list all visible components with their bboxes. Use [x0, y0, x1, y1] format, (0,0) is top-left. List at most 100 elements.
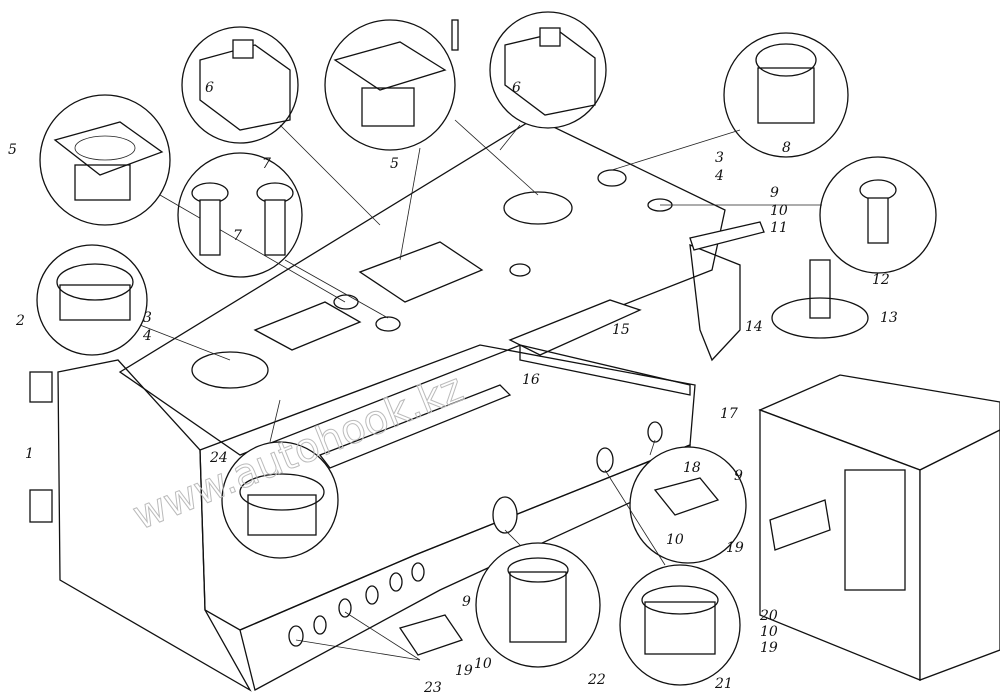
cabin-housing	[758, 374, 1000, 681]
front-hole-c	[338, 598, 352, 618]
callout-24: 24	[209, 450, 228, 466]
callout-20: 20	[759, 608, 778, 624]
callout-7a: 7	[233, 228, 242, 244]
callout-10b: 10	[474, 656, 492, 672]
callout-6b: 6	[512, 80, 521, 96]
button-cap-12	[859, 179, 897, 201]
right-end-plate	[689, 243, 741, 362]
hole-socket	[509, 263, 531, 277]
callout-15: 15	[612, 322, 630, 338]
callout-5b: 5	[390, 156, 399, 172]
detail-circle-8	[723, 32, 849, 158]
front-hole-22	[492, 496, 518, 534]
callout-9c: 9	[734, 468, 743, 484]
fuse-body-8	[757, 67, 815, 124]
bolt-5b	[451, 19, 459, 51]
flange-tab-upper	[29, 371, 53, 403]
callout-14: 14	[745, 319, 763, 335]
callout-21: 21	[714, 676, 733, 692]
socket-body-22	[509, 571, 567, 643]
socket-rim-22	[507, 557, 569, 583]
detail-circle-6b	[489, 11, 607, 129]
cabin-window	[844, 469, 906, 591]
leader-5b2	[454, 119, 539, 196]
callout-2: 2	[15, 313, 25, 329]
callout-10c: 10	[666, 532, 684, 548]
callout-9b: 9	[462, 594, 471, 610]
callout-19a: 19	[455, 663, 473, 679]
cable-duct	[519, 344, 691, 396]
callout-13: 13	[880, 310, 898, 326]
relay-body-6a	[199, 44, 291, 131]
gauge-body-2	[59, 284, 131, 321]
callout-4b: 4	[714, 168, 724, 184]
callout-10a: 10	[770, 203, 788, 219]
hole-small-3	[597, 169, 627, 187]
front-hole-b	[313, 615, 327, 635]
leader-5b	[399, 147, 421, 261]
leader-2	[139, 324, 231, 361]
button-stem-12	[867, 197, 889, 244]
callout-19b: 19	[726, 540, 744, 556]
button-stem-7b	[264, 199, 286, 256]
callout-12: 12	[872, 272, 890, 288]
leader-7	[284, 259, 389, 319]
rotary-shaft-13	[809, 259, 831, 319]
switch-base-18	[653, 477, 720, 516]
leader-22	[504, 529, 521, 546]
gauge-rim-24	[239, 473, 325, 511]
lamp-body-21	[644, 601, 716, 655]
cabin-slot	[769, 499, 831, 551]
front-hole-18	[647, 421, 663, 443]
hole-small-1	[333, 294, 359, 310]
callout-3a: 3	[143, 310, 152, 326]
detail-circle-22	[475, 542, 601, 668]
callout-17: 17	[720, 406, 738, 422]
gauge-face-5b	[333, 41, 447, 91]
leader-5a	[159, 194, 346, 303]
relay-knob-6a	[232, 39, 254, 59]
mounting-strip	[689, 221, 765, 251]
leader-6a	[279, 124, 381, 226]
switch-strip	[318, 384, 512, 469]
callout-18: 18	[683, 460, 701, 476]
leader-18	[649, 439, 656, 456]
callout-5a: 5	[8, 142, 17, 158]
cabin-side	[919, 429, 1000, 681]
detail-circle-21	[619, 564, 741, 686]
relay-knob-6b	[539, 27, 561, 47]
front-hole-f	[411, 562, 425, 582]
hole-gauge-large	[503, 191, 573, 225]
front-hole-a	[288, 625, 304, 647]
leader-6b	[499, 124, 521, 151]
components	[53, 19, 897, 656]
lamp-cap-21	[641, 585, 719, 615]
callout-1: 1	[25, 446, 34, 462]
cutout-left	[253, 301, 362, 351]
gauge-rim-2	[56, 263, 134, 301]
switch-base-23	[398, 614, 464, 656]
front-hole-d	[365, 585, 379, 605]
leader-23a	[295, 639, 421, 661]
callout-22: 22	[587, 672, 606, 688]
button-stem-7a	[199, 199, 221, 256]
leader-24	[269, 399, 281, 443]
hole-small-2	[375, 316, 401, 332]
callout-labels: 1 2 3 3 4 4 5 5 6 6 7 7 8 9 9 9 10 10 10…	[8, 80, 898, 696]
central-channel	[508, 299, 642, 356]
callout-10d: 10	[760, 624, 778, 640]
front-hole-21	[596, 447, 614, 473]
cutout-center	[358, 241, 484, 303]
callout-23: 23	[423, 680, 442, 696]
leader-8	[611, 129, 741, 171]
gauge-dial-5a	[74, 135, 136, 161]
gauge-body-5b	[361, 87, 415, 127]
flange-tab-lower	[29, 489, 53, 523]
fuse-cap-8	[755, 43, 817, 77]
gauge-body-24	[247, 494, 317, 536]
hole-gauge-left	[191, 351, 269, 389]
callout-11: 11	[770, 220, 788, 236]
callout-16: 16	[522, 372, 540, 388]
